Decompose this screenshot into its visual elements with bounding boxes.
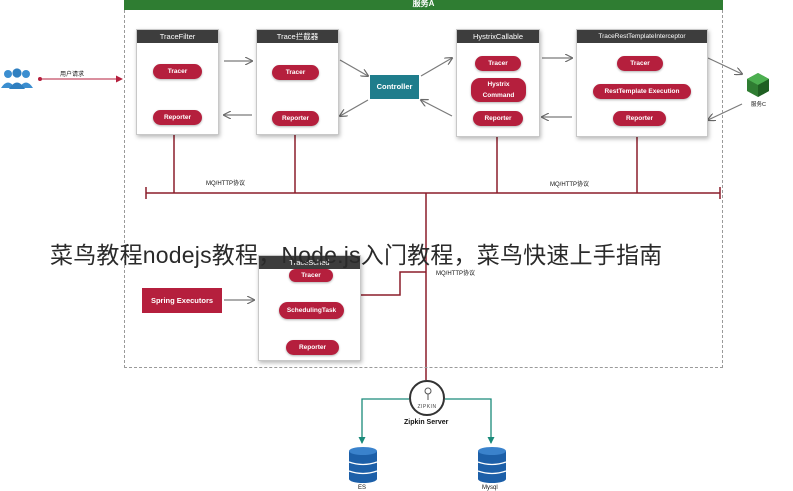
spring-executors-box: Spring Executors — [142, 288, 222, 313]
overlay-title: 菜鸟教程nodejs教程，Node.js入门教程，菜鸟快速上手指南 — [50, 242, 663, 268]
arrow-controller-to-interceptor — [340, 99, 369, 116]
trace-interceptor-panel: Trace拦截器 Tracer Reporter — [256, 29, 339, 135]
rest-reporter: Reporter — [613, 111, 666, 126]
rest-template-interceptor-panel: TraceRestTemplateInterceptor Tracer Rest… — [576, 29, 708, 137]
hystrix-command-line2: Command — [482, 92, 515, 99]
trace-interceptor-reporter: Reporter — [272, 111, 319, 126]
bus-label-left: MQ/HTTP协议 — [206, 181, 245, 187]
scheduler-reporter: Reporter — [286, 340, 339, 355]
rest-template-execution: RestTemplate Execution — [593, 84, 691, 99]
es-database-icon — [348, 447, 378, 483]
mysql-label: Mysql — [482, 485, 498, 491]
scheduling-task: SchedulingTask — [279, 302, 344, 319]
service-a-title: 服务A — [124, 0, 723, 10]
trace-bus — [145, 133, 721, 380]
arrow-interceptor-to-controller — [339, 59, 368, 76]
user-request-arrow — [38, 75, 123, 83]
user-request-label: 用户请求 — [60, 72, 85, 78]
service-c-label: 服务C — [751, 102, 766, 108]
bus-label-right: MQ/HTTP协议 — [550, 182, 589, 188]
zipkin-icon — [424, 387, 432, 400]
hystrix-reporter: Reporter — [473, 111, 523, 126]
trace-filter-title: TraceFilter — [137, 30, 218, 43]
users-icon — [1, 68, 33, 89]
trace-filter-tracer: Tracer — [153, 64, 202, 79]
arrow-rest-to-service-c — [707, 57, 742, 74]
trace-filter-reporter: Reporter — [153, 110, 202, 125]
hystrix-command: Hystrix Command — [471, 78, 526, 102]
hystrix-callable-panel: HystrixCallable Tracer Hystrix Command R… — [456, 29, 540, 137]
trace-scheduler-panel: TraceSched Tracer SchedulingTask Reporte… — [258, 255, 361, 361]
trace-interceptor-tracer: Tracer — [272, 65, 319, 80]
es-label: ES — [358, 485, 367, 491]
controller-box: Controller — [370, 75, 419, 99]
zipkin-server-label: Zipkin Server — [404, 419, 449, 426]
hystrix-command-line1: Hystrix — [487, 81, 510, 88]
trace-filter-panel: TraceFilter Tracer Reporter — [136, 29, 219, 135]
arrow-controller-to-hystrix — [420, 58, 452, 77]
trace-interceptor-title: Trace拦截器 — [257, 30, 338, 43]
rest-template-interceptor-title: TraceRestTemplateInterceptor — [577, 30, 707, 43]
arrow-hystrix-to-controller — [421, 100, 453, 117]
bus-label-lower: MQ/HTTP协议 — [436, 271, 475, 277]
zipkin-logo-text: ZIPKIN — [417, 404, 437, 410]
storage-links — [358, 398, 495, 444]
scheduler-tracer: Tracer — [289, 269, 333, 282]
arrow-service-c-to-rest — [708, 103, 743, 120]
zipkin-logo: ZIPKIN — [409, 380, 445, 416]
service-c-icon — [747, 73, 769, 97]
trace-scheduler-title: TraceSched — [259, 256, 360, 269]
mysql-database-icon — [477, 447, 507, 483]
rest-tracer: Tracer — [617, 56, 663, 71]
hystrix-callable-title: HystrixCallable — [457, 30, 539, 43]
hystrix-tracer: Tracer — [475, 56, 521, 71]
